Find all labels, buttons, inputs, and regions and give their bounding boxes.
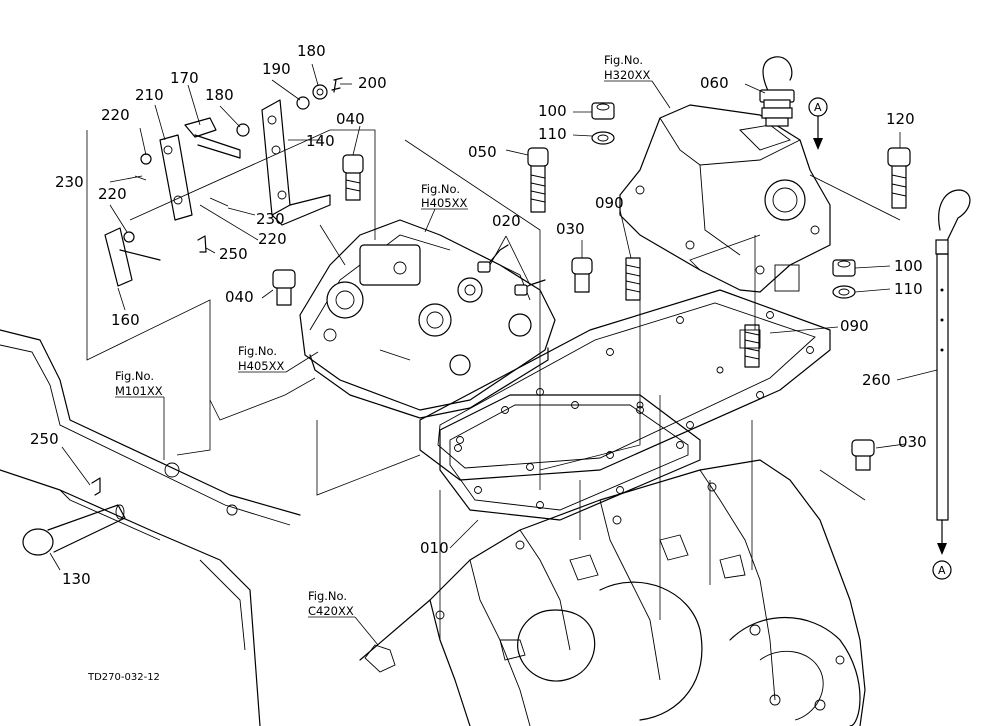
- callout-030-top: 030: [556, 220, 585, 238]
- nut-100a: [591, 102, 615, 120]
- callout-110-right: 110: [894, 280, 923, 298]
- callout-230-left: 230: [55, 173, 84, 191]
- callout-200: 200: [358, 74, 387, 92]
- dipstick-060: [759, 56, 795, 127]
- callouts: 010 020 030 030 040 040 050 060 090 090 …: [30, 42, 927, 588]
- callout-190: 190: [262, 60, 291, 78]
- alignment-lines: [86, 129, 901, 640]
- callout-250-right: 250: [219, 245, 248, 263]
- callout-260: 260: [862, 371, 891, 389]
- nut-100b: [832, 259, 856, 277]
- drawing-code: TD270-032-12: [87, 672, 160, 683]
- frame-left: [0, 329, 301, 726]
- fig-ref-m101: Fig.No. M101XX: [115, 369, 165, 460]
- fig-ref-h405-left: Fig.No. H405XX: [238, 344, 319, 373]
- callout-140: 140: [306, 132, 335, 150]
- callout-220-a: 220: [101, 106, 130, 124]
- callout-180-left: 180: [205, 86, 234, 104]
- marker-a-top-letter: A: [814, 101, 822, 114]
- callout-100-right: 100: [894, 257, 923, 275]
- pin-130: [22, 504, 126, 556]
- bolt-030b: [851, 439, 875, 471]
- bolt-040b: [272, 269, 296, 306]
- callout-050: 050: [468, 143, 497, 161]
- callout-060: 060: [700, 74, 729, 92]
- fig-ref-h405-top-label: Fig.No.: [421, 182, 460, 196]
- fig-ref-m101-number: M101XX: [115, 384, 163, 398]
- callout-130: 130: [62, 570, 91, 588]
- stud-090a: [625, 257, 641, 301]
- fig-ref-h405-left-label: Fig.No.: [238, 344, 277, 358]
- callout-210: 210: [135, 86, 164, 104]
- washer-110a: [591, 131, 615, 145]
- marker-a-bottom-letter: A: [938, 564, 946, 577]
- marker-a-bottom: A: [932, 519, 952, 580]
- dipstick-260: [935, 189, 971, 521]
- callout-160: 160: [111, 311, 140, 329]
- callout-180-top: 180: [297, 42, 326, 60]
- callout-120: 120: [886, 110, 915, 128]
- fig-ref-c420-label: Fig.No.: [308, 589, 347, 603]
- bolt-030a: [571, 257, 593, 293]
- callout-110-top: 110: [538, 125, 567, 143]
- callout-010: 010: [420, 539, 449, 557]
- lever-linkage: [91, 77, 343, 496]
- callout-220-c: 220: [258, 230, 287, 248]
- fig-ref-h405-top-number: H405XX: [421, 196, 467, 210]
- callout-250-left: 250: [30, 430, 59, 448]
- bolt-050: [527, 147, 549, 213]
- bolt-040a: [342, 154, 364, 201]
- fig-ref-h320-label: Fig.No.: [604, 53, 643, 67]
- fig-ref-h405-top: Fig.No. H405XX: [421, 182, 468, 233]
- fig-ref-h320-number: H320XX: [604, 68, 650, 82]
- fig-ref-m101-label: Fig.No.: [115, 369, 154, 383]
- transmission-case: [359, 459, 866, 726]
- fig-ref-c420: Fig.No. C420XX: [308, 589, 379, 646]
- fig-ref-h320: Fig.No. H320XX: [604, 53, 671, 109]
- callout-040-left: 040: [225, 288, 254, 306]
- marker-a-top: A: [808, 97, 828, 150]
- callout-220-b: 220: [98, 185, 127, 203]
- callout-170: 170: [170, 69, 199, 87]
- bolt-120: [887, 147, 911, 209]
- washer-110b: [832, 285, 856, 299]
- cover-plate: [419, 289, 831, 481]
- stud-090b: [744, 324, 760, 368]
- fig-ref-h405-left-number: H405XX: [238, 359, 284, 373]
- valve-block: [299, 219, 556, 419]
- callout-230-right: 230: [256, 210, 285, 228]
- gasket-010: [439, 394, 701, 521]
- callout-030-right: 030: [898, 433, 927, 451]
- callout-020: 020: [492, 212, 521, 230]
- callout-040-top: 040: [336, 110, 365, 128]
- callout-090-top: 090: [595, 194, 624, 212]
- callout-090-right: 090: [840, 317, 869, 335]
- lift-housing: [619, 104, 831, 293]
- leader-lines: [49, 63, 938, 571]
- fig-ref-c420-number: C420XX: [308, 604, 354, 618]
- callout-100-top: 100: [538, 102, 567, 120]
